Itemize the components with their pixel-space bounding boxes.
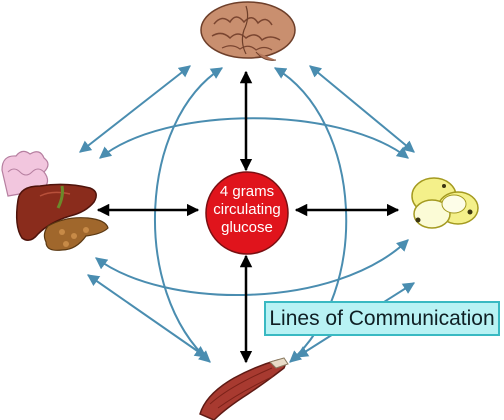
brain-icon: [200, 1, 296, 61]
arrow-liver-fat-top: [99, 117, 409, 159]
adipose-icon: [411, 177, 479, 229]
liver-icon: [1, 150, 109, 251]
glucose-label-line-2: circulating: [213, 201, 281, 218]
glucose-label-line-1: 4 grams: [219, 183, 275, 200]
arrow-brain-fat: [309, 65, 415, 153]
glucose-circle: [205, 171, 289, 255]
muscle-icon: [199, 357, 289, 420]
glucose-label: 4 grams circulating glucose: [202, 183, 292, 237]
lines-of-communication-callout: Lines of Communication: [264, 301, 500, 336]
glucose-label-line-3: glucose: [221, 219, 273, 236]
glucose-arrows: [96, 70, 400, 364]
arrow-liver-muscle: [87, 274, 207, 358]
arrow-brain-liver: [79, 65, 191, 153]
